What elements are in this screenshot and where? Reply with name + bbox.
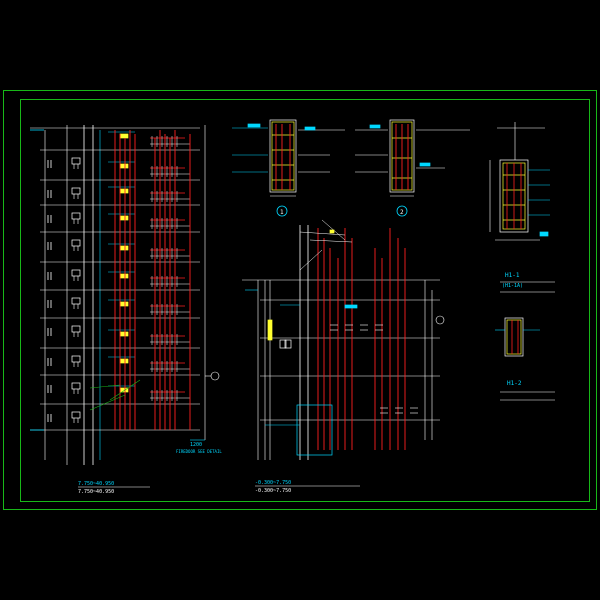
base-block [296,404,333,456]
center-caption-line2: -0.300~7.750 [255,488,291,494]
rebar-tag [119,273,129,279]
detail-2-marker [396,205,408,217]
section-label-a: H1-1 [505,272,520,279]
note-block [304,126,316,131]
window-glyph [71,239,81,247]
column-outline [389,119,415,193]
window-glyph [71,212,81,220]
window-glyph [71,355,81,363]
center-elevation [242,219,445,460]
rebar-tag [119,188,129,194]
small-detail [284,339,292,349]
column-outline [269,119,297,193]
window-glyph [71,411,81,419]
section-note [539,231,549,237]
window-glyph [71,269,81,277]
section-label-b: H1-2 [507,380,522,387]
yellow-marker [267,319,273,341]
left-tag-right: 1200 [190,442,202,448]
rebar-tag [119,301,129,307]
window-glyph [71,187,81,195]
leader-line [299,249,323,271]
note-block [247,123,261,128]
left-elevation [30,125,220,465]
detail-2-number: 2 [400,209,404,216]
rebar-tag [119,163,129,169]
section-b-stirrup [506,319,522,355]
detail-1-marker [276,205,288,217]
note-block [419,162,431,167]
brace-line [109,379,141,401]
center-caption-line1: -0.300~7.750 [255,480,291,486]
small-detail [279,339,287,349]
window-glyph [71,325,81,333]
left-caption-line2: 7.750~40.950 [78,489,114,495]
rebar-tag [119,245,129,251]
note-block [369,124,381,129]
rebar-tag [119,133,129,139]
section-outline [499,159,529,233]
rebar-tag [119,358,129,364]
grid-bubble [435,315,445,325]
left-tag-right-sub: FIREDOOR SEE DETAIL [176,449,222,454]
window-glyph [71,157,81,165]
grid-bubble [210,371,220,381]
stirrup [271,121,295,191]
window-glyph [71,382,81,390]
window-glyph [71,297,81,305]
detail-1 [232,119,345,197]
note-block [344,304,358,309]
brace-line [89,394,126,411]
yellow-marker [329,229,335,234]
brace-line [89,384,121,389]
inner-frame [20,99,590,502]
left-caption-line1: 7.750~40.950 [78,481,114,487]
section-b-outline [504,317,524,357]
leader-line [309,239,353,243]
detail-1-number: 1 [280,209,284,216]
section-label-a-alt: (H1-1A) [502,283,523,289]
rebar-tag [119,215,129,221]
leader-line [299,231,346,236]
detail-2 [355,119,470,197]
right-sections [489,122,555,401]
rebar-tag [119,331,129,337]
outer-frame [3,90,597,510]
